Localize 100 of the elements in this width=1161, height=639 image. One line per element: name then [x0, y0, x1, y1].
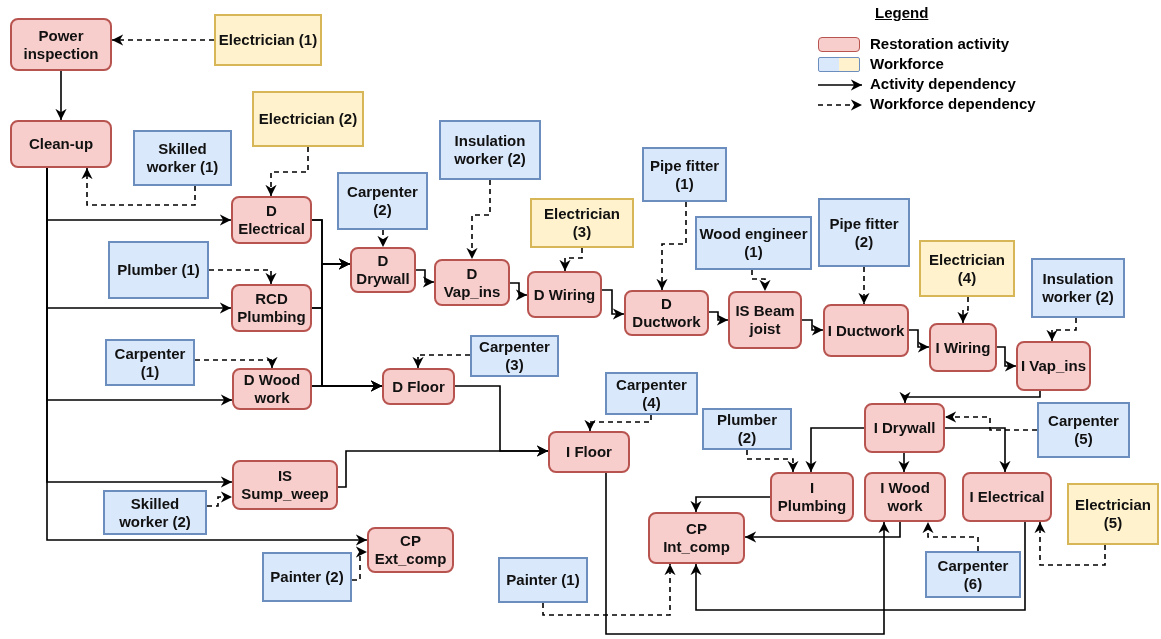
- workforce-dependency-arrow: [1046, 317, 1077, 342]
- activity-name: D Vap_ins: [442, 264, 502, 301]
- activity-box: [728, 291, 802, 349]
- workforce-dependency-arrow: [922, 521, 979, 552]
- workforce-box: [695, 216, 812, 270]
- workforce-dependency-arrow: [584, 414, 652, 432]
- legend-text: Workforce dependency: [870, 95, 1036, 112]
- activity-dependency-arrow: [601, 289, 625, 320]
- activity-dependency-arrow: [805, 427, 865, 473]
- workforce-dependency-arrow: [206, 491, 233, 507]
- workforce-name: Insulation worker (2): [453, 132, 527, 168]
- activity-dependency-arrow: [708, 311, 729, 326]
- activity-dependency-arrow: [337, 445, 549, 488]
- workforce-box: [108, 241, 209, 299]
- activity-box: [231, 284, 312, 332]
- activity-name: IS Sump_weep: [240, 467, 330, 503]
- workforce-dependency-arrow: [944, 411, 1038, 431]
- workforce-name: Insulation worker (2): [1041, 270, 1115, 306]
- workforce-name: Electrician (4): [928, 250, 1006, 287]
- activity-name: CP Ext_comp: [373, 532, 448, 568]
- activity-dependency-arrow: [311, 380, 383, 392]
- activity-dependency-arrow: [944, 427, 1011, 473]
- activity-box: [382, 368, 455, 405]
- workforce-name: Carpenter (5): [1047, 412, 1120, 448]
- workforce-dependency-arrow: [559, 247, 583, 272]
- activity-name: I Wiring: [935, 338, 991, 357]
- workforce-box: [439, 120, 541, 180]
- workforce-name: Skilled worker (2): [118, 494, 192, 531]
- activity-name: Clean-up: [28, 135, 94, 153]
- activity-name: D Drywall: [355, 252, 411, 288]
- workforce-dependency-arrow: [351, 546, 368, 581]
- activity-box: [232, 368, 312, 410]
- activity-box: [929, 323, 997, 372]
- workforce-name: Electrician (2): [258, 110, 358, 128]
- workforce-box: [1067, 483, 1159, 545]
- activity-name: I Electrical: [969, 488, 1045, 506]
- activity-name: I Vap_ins: [1020, 357, 1086, 375]
- workforce-dependency-arrow: [377, 229, 389, 248]
- activity-dependency-arrow: [908, 329, 930, 353]
- activity-name: D Electrical: [237, 202, 306, 238]
- workforce-box: [133, 130, 232, 186]
- activity-dependency-arrow: [509, 282, 528, 301]
- workforce-name: Carpenter (4): [615, 375, 688, 412]
- workforce-box: [214, 14, 322, 66]
- activity-dependency-arrow: [690, 521, 1026, 611]
- workforce-box: [262, 552, 352, 602]
- activity-box: [823, 304, 909, 357]
- activity-dependency-arrow: [605, 472, 890, 635]
- workforce-name: Skilled worker (1): [145, 140, 220, 176]
- workforce-dependency-arrow: [858, 266, 870, 305]
- workforce-dependency-arrow: [466, 179, 491, 260]
- workforce-box: [530, 198, 634, 248]
- workforce-name: Electrician (3): [543, 205, 621, 241]
- activity-name: I Wood work: [879, 479, 931, 515]
- activity-box: [527, 271, 602, 318]
- activity-box: [10, 18, 112, 71]
- activity-box: [10, 120, 112, 168]
- workforce-box: [337, 172, 428, 230]
- workforce-box: [605, 372, 698, 415]
- activity-name: Power inspection: [22, 26, 100, 63]
- workforce-dependency-arrow: [957, 296, 969, 324]
- activity-name: CP Int_comp: [662, 520, 731, 556]
- workforce-name: Pipe fitter (1): [648, 156, 721, 193]
- activity-name: RCD Plumbing: [236, 290, 307, 326]
- workforce-name: Carpenter (2): [346, 183, 419, 219]
- legend-title: Legend: [875, 4, 929, 21]
- workforce-box: [919, 240, 1015, 297]
- activity-box: [962, 472, 1052, 522]
- workforce-name: Carpenter (3): [478, 338, 551, 374]
- workforce-dependency-arrow: [656, 201, 687, 291]
- legend-text: Activity dependency: [870, 75, 1016, 92]
- activity-box: [624, 290, 709, 336]
- activity-name: D Floor: [392, 377, 445, 396]
- workforce-dependency-arrow: [81, 167, 196, 206]
- workforce-box: [702, 408, 792, 450]
- workforce-name: Electrician (5): [1074, 496, 1152, 532]
- activity-box: [231, 196, 312, 244]
- activity-dependency-arrow: [801, 319, 824, 336]
- activity-box: [1016, 341, 1091, 391]
- workforce-name: Carpenter (1): [113, 344, 187, 381]
- activity-box: [434, 259, 510, 306]
- activity-name: D Ductwork: [631, 295, 702, 331]
- activity-dependency-arrow: [415, 269, 435, 288]
- workforce-name: Electrician (1): [218, 31, 318, 49]
- workforce-name: Pipe fitter (2): [828, 214, 900, 251]
- activity-name: I Plumbing: [776, 479, 848, 515]
- legend-text: Restoration activity: [870, 35, 1010, 52]
- workforce-box: [1031, 258, 1125, 318]
- activity-name: I Floor: [566, 443, 612, 461]
- workforce-name: Wood engineer (1): [699, 225, 808, 261]
- activity-box: [232, 460, 338, 510]
- activity-dependency-arrow: [898, 452, 910, 473]
- workforce-dependency-arrow: [111, 34, 215, 46]
- activity-name: I Drywall: [873, 419, 936, 437]
- legend-text: Workforce: [870, 55, 944, 72]
- workforce-box: [498, 557, 588, 603]
- workforce-name: Plumber (2): [716, 411, 778, 447]
- workforce-box: [818, 198, 910, 267]
- activity-dependency-arrow: [55, 70, 67, 121]
- activity-box: [548, 431, 630, 473]
